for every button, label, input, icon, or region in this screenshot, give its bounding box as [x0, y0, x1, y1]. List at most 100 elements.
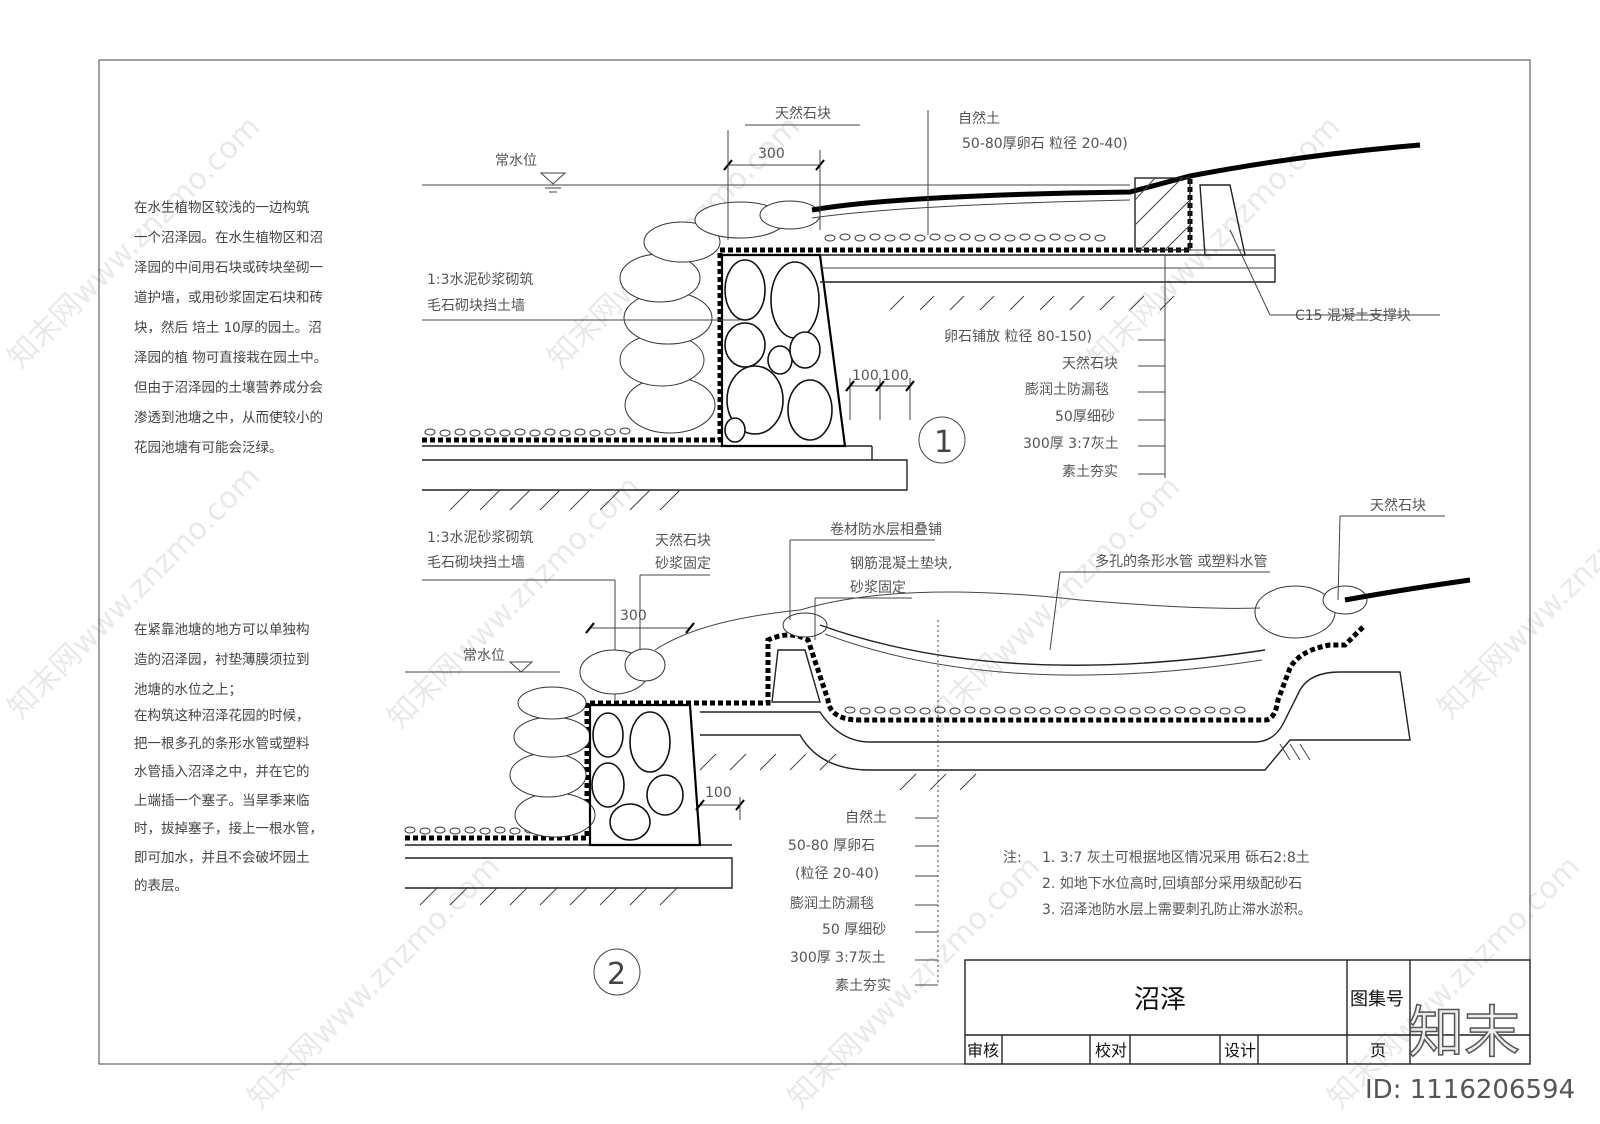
note-line: 3. 沼泽池防水层上需要刺孔防止滞水淤积。: [1042, 902, 1312, 918]
wall-label-2: 毛石砌块挡土墙: [427, 298, 525, 314]
water-level-label: 常水位: [495, 153, 537, 169]
natural-stone-label: 天然石块: [775, 105, 831, 122]
dim-100-2: 100: [695, 785, 745, 820]
soil-label: 素土夯实: [1062, 464, 1118, 480]
stone-label-2: 砂浆固定: [655, 556, 711, 572]
desc-line: 把一根多孔的条形水管或塑料: [134, 735, 310, 752]
detail-1: 在水生植物区较浅的一边构筑 一个沼泽园。在水生植物区和沼 泽园的中间用石块或砖块…: [134, 105, 1440, 511]
dim-100a: 100: [852, 368, 879, 384]
grain-label: (粒径 20-40): [795, 866, 879, 882]
desc-line: 道护墙，或用砂浆固定石块和砖: [134, 290, 323, 306]
retaining-wall-2: [588, 703, 702, 847]
detail-2-marker: [593, 948, 641, 996]
desc-line: 即可加水，并且不会破坏园土: [134, 850, 310, 866]
desc-line: 渗透到池塘之中，从而使较小的: [134, 409, 323, 426]
detail-2-description: 在紧靠池塘的地方可以单独构 造的沼泽园，衬垫薄膜须拉到 池塘的水位之上； 在构筑…: [134, 622, 323, 894]
membrane-label: 卷材防水层相叠铺: [830, 522, 942, 538]
pebble-label: 50-80厚卵石 粒径 20-40): [962, 136, 1128, 152]
desc-line: 泽园的中间用石块或砖块垒砌一: [134, 260, 323, 276]
c15-support: [1199, 184, 1246, 256]
bentonite-label: 膨润土防漏毯: [1025, 381, 1109, 398]
water-level-icon: [539, 172, 567, 185]
desc-line: 在构筑这种沼泽花园的时候，: [134, 707, 310, 724]
water-level-icon: [508, 661, 534, 673]
check-label: 校对: [1095, 1041, 1127, 1060]
wall-label-1: 1:3水泥砂浆砌筑: [427, 530, 534, 546]
layer-callouts-1: 卵石铺放 粒径 80-150) 天然石块 膨润土防漏毯 50厚细砂 300厚 3…: [944, 255, 1166, 480]
dim-100-1: 100 100: [845, 368, 915, 420]
pipe-label: 多孔的条形水管 或塑料水管: [1095, 553, 1267, 570]
notes-prefix: 注:: [1003, 850, 1022, 866]
bottom-pebbles: [424, 427, 631, 437]
retaining-wall-1: [720, 253, 847, 448]
soil-surface-1: [811, 142, 1421, 213]
stone-label-1: 天然石块: [655, 532, 711, 549]
watermark: 知末网www.znzmo.com: [1431, 459, 1600, 725]
page-label: 页: [1370, 1041, 1386, 1060]
desc-line: 在紧靠池塘的地方可以单独构: [134, 622, 310, 638]
desc-line: 水管插入沼泽之中，并在它的: [134, 763, 310, 780]
detail-2: 在紧靠池塘的地方可以单独构 造的沼泽园，衬垫薄膜须拉到 池塘的水位之上； 在构筑…: [134, 497, 1471, 996]
sand-label: 50厚细砂: [1055, 409, 1115, 425]
dim-300: 300: [758, 146, 785, 162]
detail-1-marker: [918, 416, 966, 464]
natural-soil-label: 自然土: [958, 110, 1000, 127]
perforated-pipe: [819, 624, 1266, 666]
desc-line: 造的沼泽园，衬垫薄膜须拉到: [134, 652, 310, 668]
wall-label-2: 毛石砌块挡土墙: [427, 555, 525, 571]
brick-pier: [1134, 177, 1191, 251]
rubble-stones: [724, 259, 833, 443]
concrete-pad: [771, 649, 821, 703]
natural-stones-1: [619, 200, 821, 434]
watermark: 知末网www.znzmo.com: [241, 849, 507, 1115]
wall-label-1: 1:3水泥砂浆砌筑: [427, 272, 534, 288]
c15-label: C15 混凝土支撑块: [1295, 308, 1411, 324]
detail-1-number: 1: [934, 425, 953, 460]
mound-outline: [654, 591, 1261, 651]
bottom-pebbles-2: [404, 826, 536, 835]
membrane-2: [405, 623, 1367, 841]
detail-1-description: 在水生植物区较浅的一边构筑 一个沼泽园。在水生植物区和沼 泽园的中间用石块或砖块…: [134, 200, 327, 456]
natural-stones-2: [509, 585, 1368, 838]
bed-hatch: [889, 295, 1175, 311]
desc-line: 的表层。: [134, 878, 188, 894]
pebble-paving-label: 卵石铺放 粒径 80-150): [944, 329, 1092, 345]
pebble-label: 50-80 厚卵石: [788, 838, 875, 854]
soil-label: 素土夯实: [835, 978, 891, 994]
note-line: 1. 3:7 灰土可根据地区情况采用 砾石2:8土: [1042, 850, 1310, 866]
note-line: 2. 如地下水位高时,回填部分采用级配砂石: [1042, 875, 1302, 892]
watermark: 知末网www.znzmo.com: [781, 849, 1047, 1115]
desc-line: 上端插一个塞子。当旱季来临: [134, 792, 310, 809]
base-layers: [422, 445, 908, 491]
review-label: 审核: [967, 1041, 999, 1060]
water-level-label: 常水位: [463, 648, 505, 664]
image-id: ID: 1116206594: [1365, 1075, 1575, 1105]
membrane-1: [422, 175, 1193, 443]
desc-line: 一个沼泽园。在水生植物区和沼: [134, 230, 323, 246]
rc-label-1: 钢筋混凝土垫块,: [850, 555, 952, 572]
layer-callouts-2: 自然土 50-80 厚卵石 (粒径 20-40) 膨润土防漏毯 50 厚细砂 3…: [788, 620, 939, 994]
dim-300-1: 300: [723, 130, 825, 240]
desc-line: 泽园的植 物可直接栽在园土中。: [134, 349, 327, 366]
desc-line: 块，然后 培土 10厚的园土。沼: [134, 319, 322, 336]
brand-logo: 知末: [1408, 1001, 1520, 1066]
bentonite-label: 膨润土防漏毯: [790, 895, 874, 912]
lime-label: 300厚 3:7灰土: [790, 950, 886, 966]
desc-line: 时，拔掉塞子，接上一根水管，: [134, 820, 323, 837]
sheet-border: [98, 59, 1531, 1065]
ground-hatch: [419, 886, 679, 906]
sand-label: 50 厚细砂: [822, 922, 886, 938]
drawing-title: 沼泽: [1134, 985, 1186, 1015]
lime-label: 300厚 3:7灰土: [1023, 436, 1119, 452]
detail-2-number: 2: [607, 957, 626, 992]
rc-label-2: 砂浆固定: [850, 580, 906, 596]
soil-surface-2: [1344, 577, 1471, 603]
natural-stone2-label: 天然石块: [1062, 355, 1118, 372]
design-label: 设计: [1224, 1041, 1256, 1060]
marsh-pebbles-1: [824, 233, 1106, 242]
desc-line: 但由于沼泽园的土壤营养成分会: [134, 379, 323, 396]
ground-hatch: [449, 489, 681, 511]
desc-line: 池塘的水位之上；: [134, 682, 242, 698]
dim-300-2: 300: [585, 608, 695, 634]
